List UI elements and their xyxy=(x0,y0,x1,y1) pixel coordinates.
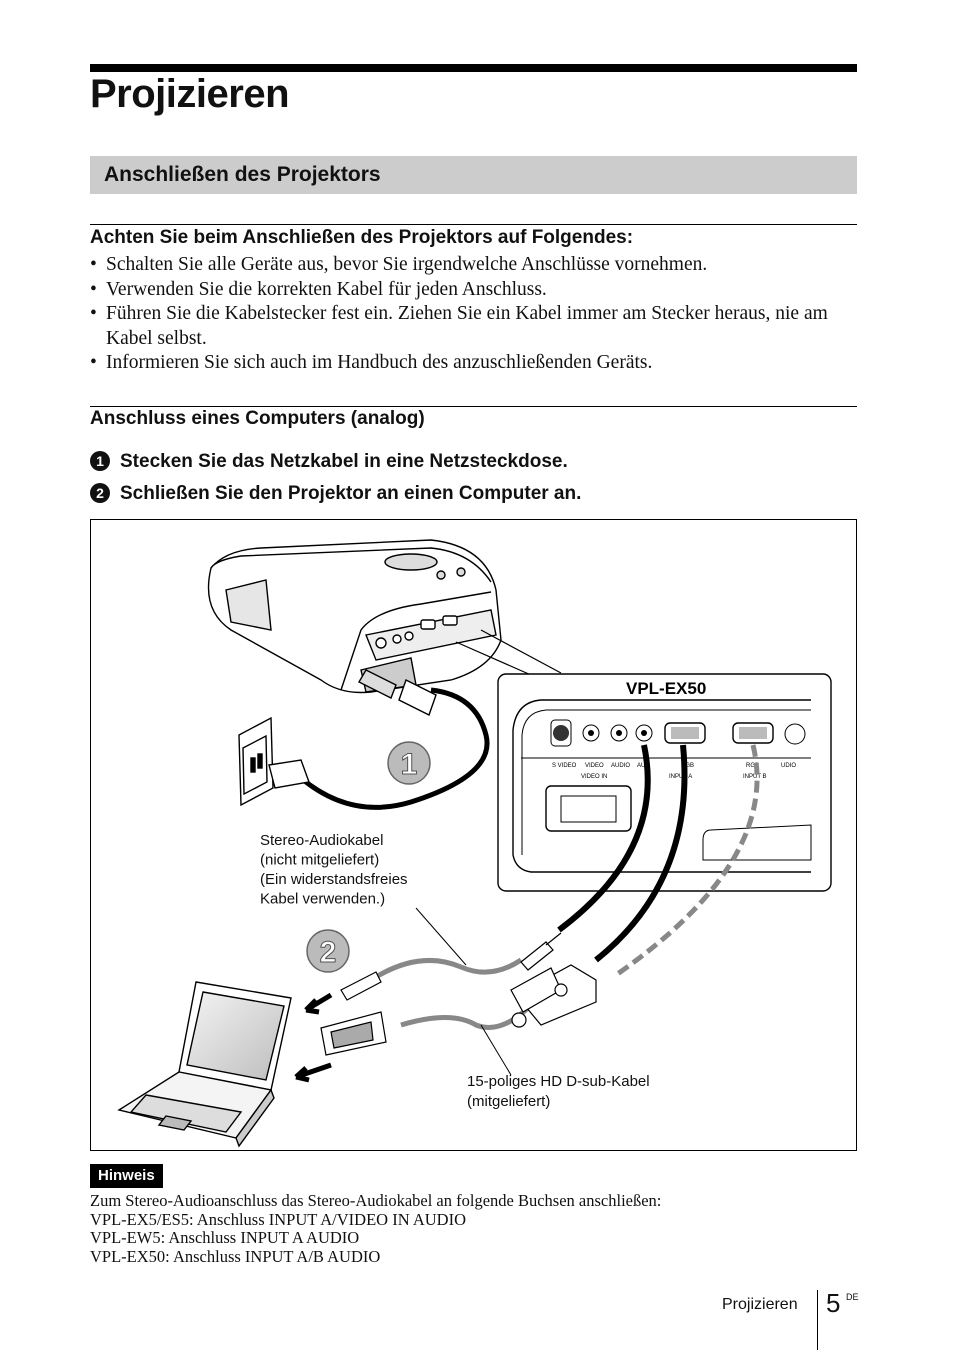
audio-cable-label: Stereo-Audiokabel (nicht mitgeliefert) (… xyxy=(260,832,412,908)
section-title: Anschließen des Projektors xyxy=(104,163,381,186)
panel-label: VIDEO xyxy=(585,763,604,769)
connection-illustration: 1 S VIDEO VIDEO AU xyxy=(90,519,857,1151)
precautions-list: Schalten Sie alle Geräte aus, bevor Sie … xyxy=(90,253,850,376)
step-number: 1 xyxy=(90,451,110,471)
power-plug xyxy=(268,669,437,789)
title-rule xyxy=(90,64,857,72)
note-line: VPL-EX5/ES5: Anschluss INPUT A/VIDEO IN … xyxy=(90,1209,466,1229)
projector xyxy=(207,539,502,694)
panel-label: AUDIO xyxy=(611,763,630,769)
divider xyxy=(90,224,857,225)
step-text: Schließen Sie den Projektor an einen Com… xyxy=(120,483,582,504)
footer-section: Projizieren xyxy=(722,1296,798,1313)
panel-label: RGB xyxy=(681,763,694,769)
precautions-heading: Achten Sie beim Anschließen des Projekto… xyxy=(90,227,634,248)
page-number: 5 xyxy=(826,1288,841,1318)
page-title: Projizieren xyxy=(90,72,290,116)
model-label: VPL-EX50 xyxy=(626,679,706,698)
panel-label: UDIO xyxy=(781,763,796,769)
section-header: Anschließen des Projektors xyxy=(90,156,857,194)
svg-text:S VIDEO VIDEO: S VIDEO VIDEO AUDIO AUD RGB RGB UDIO VID… xyxy=(552,763,798,780)
connector-panel-detail: S VIDEO VIDEO AUDIO AUD RGB RGB UDIO VID… xyxy=(497,673,832,892)
divider xyxy=(90,406,857,407)
footer-divider xyxy=(817,1290,818,1350)
subsection-title: Anschluss eines Computers (analog) xyxy=(90,408,425,429)
step-1: 1 Stecken Sie das Netzkabel in eine Netzs… xyxy=(90,451,568,473)
note-text: Zum Stereo-Audioanschluss das Stereo-Aud… xyxy=(90,1191,662,1266)
panel-label: S VIDEO xyxy=(552,763,577,769)
list-item: Führen Sie die Kabelstecker fest ein. Zi… xyxy=(90,302,850,351)
note-line: VPL-EX50: Anschluss INPUT A/B AUDIO xyxy=(90,1246,381,1266)
list-item: Informieren Sie sich auch im Handbuch de… xyxy=(90,351,850,376)
callout-2: 2 xyxy=(306,929,350,973)
panel-group-label: INPUT B xyxy=(743,774,767,780)
callout-1: 1 xyxy=(387,741,431,785)
dsub-cable-label: 15-poliges HD D-sub-Kabel (mitgeliefert) xyxy=(467,1073,654,1110)
note-line: Zum Stereo-Audioanschluss das Stereo-Aud… xyxy=(90,1191,662,1210)
step-2: 2 Schließen Sie den Projektor an einen Co… xyxy=(90,483,581,505)
panel-label: RGB xyxy=(746,763,759,769)
list-item: Verwenden Sie die korrekten Kabel für je… xyxy=(90,278,850,303)
callout-number: 2 xyxy=(320,936,337,969)
callout-number: 1 xyxy=(401,748,418,781)
note-badge: Hinweis xyxy=(90,1164,163,1188)
list-item: Schalten Sie alle Geräte aus, bevor Sie … xyxy=(90,253,850,278)
wall-outlet xyxy=(238,716,274,807)
connection-diagram: 1 S VIDEO VIDEO AU xyxy=(117,539,832,1148)
laptop xyxy=(117,981,292,1148)
panel-group-label: VIDEO IN xyxy=(581,774,607,780)
panel-label: AUD xyxy=(637,763,650,769)
power-cord xyxy=(299,687,490,810)
note-line: VPL-EW5: Anschluss INPUT A AUDIO xyxy=(90,1228,360,1247)
language-code: DE xyxy=(846,1292,859,1302)
panel-group-label: INPUT A xyxy=(669,774,692,780)
step-number: 2 xyxy=(90,483,110,503)
step-text: Stecken Sie das Netzkabel in eine Netzst… xyxy=(120,451,568,472)
